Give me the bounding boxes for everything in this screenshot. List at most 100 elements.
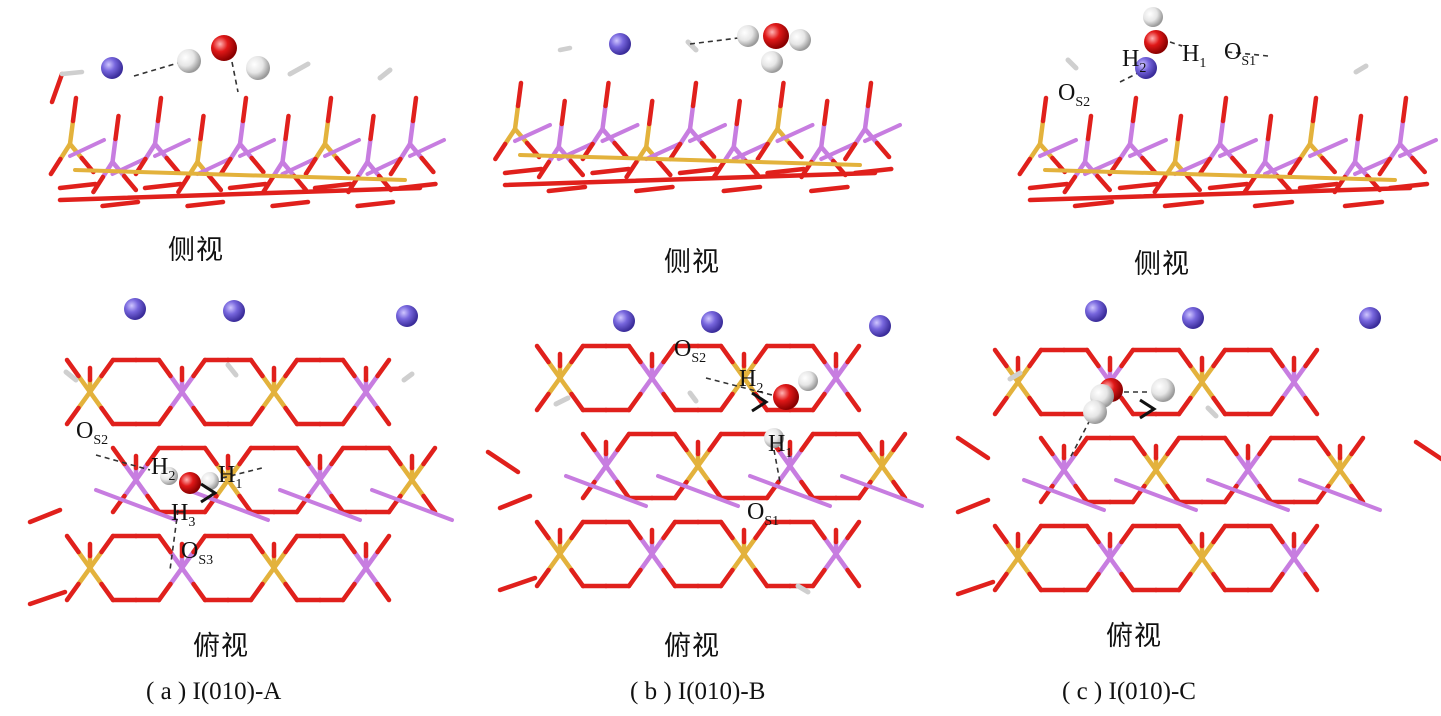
bond	[1349, 435, 1366, 457]
hydrogen-atom	[160, 467, 178, 485]
bond	[64, 581, 81, 603]
hydroxyl-h-stub	[1065, 57, 1079, 71]
bond	[661, 343, 678, 365]
bond	[280, 159, 297, 179]
bond	[1153, 467, 1170, 489]
hydrogen-bond-line	[169, 509, 179, 571]
bond	[249, 155, 266, 175]
bond	[1291, 555, 1308, 577]
bond	[100, 199, 141, 209]
bond	[955, 435, 991, 461]
bond	[603, 80, 611, 109]
bond	[1027, 395, 1044, 417]
bond	[1257, 435, 1274, 457]
bond	[649, 551, 666, 573]
bond	[227, 181, 268, 191]
panel-caption-c: ( c ) I(010)-C	[1062, 678, 1196, 705]
bond	[845, 391, 862, 413]
bond	[556, 144, 574, 164]
bond	[407, 118, 416, 147]
hydroxyl-h-stub	[225, 362, 239, 378]
bond	[1199, 555, 1216, 577]
bond	[1320, 155, 1337, 175]
panel-caption-b: ( b ) I(010)-B	[630, 678, 766, 705]
bond	[1211, 571, 1228, 593]
bond	[407, 141, 424, 161]
label-h1-top-b: H1	[768, 431, 793, 461]
arrow-marker	[1139, 398, 1157, 420]
bond	[248, 405, 265, 427]
oxygen-atom	[1144, 30, 1168, 54]
bond	[515, 80, 524, 109]
bond	[1342, 199, 1385, 209]
bond	[195, 156, 234, 176]
hydrogen-bond-line	[1169, 41, 1183, 47]
bond	[1398, 138, 1438, 158]
hydrogen-atom	[246, 56, 270, 80]
bond	[240, 95, 249, 124]
bond	[313, 141, 328, 162]
bond	[1349, 483, 1366, 505]
bond	[809, 144, 824, 165]
hydroxyl-h-stub	[1205, 405, 1219, 419]
bond	[1084, 347, 1101, 369]
bond	[638, 551, 655, 573]
bond	[156, 533, 173, 555]
hydrogen-atom	[761, 51, 783, 73]
bond	[294, 445, 311, 467]
bond	[70, 95, 79, 124]
bond	[1230, 155, 1247, 175]
bond	[748, 474, 832, 508]
bond	[810, 519, 827, 541]
bond	[1165, 483, 1182, 505]
bond	[1015, 379, 1032, 401]
bond	[862, 103, 871, 132]
bond	[1043, 168, 1397, 182]
oxygen-atom	[179, 472, 201, 494]
bond	[410, 95, 419, 124]
bond	[365, 159, 382, 179]
bond	[1117, 141, 1133, 162]
bond	[1185, 173, 1202, 193]
bond	[323, 138, 361, 158]
bond	[1038, 138, 1078, 158]
bond	[1303, 395, 1320, 417]
hydrogen-bond-line	[1069, 419, 1091, 459]
bond	[778, 80, 786, 109]
bond	[731, 141, 771, 161]
top-view-caption-a: 俯视	[193, 631, 249, 662]
bond	[1127, 118, 1136, 147]
bond	[600, 123, 640, 143]
bond	[1218, 138, 1258, 158]
bond	[600, 103, 608, 132]
bond	[512, 103, 521, 132]
bond	[992, 347, 1009, 369]
bond	[133, 477, 150, 499]
bond	[1353, 156, 1393, 176]
bond	[668, 141, 683, 162]
side-view-caption-b: 侧视	[664, 247, 720, 278]
bond	[1119, 571, 1136, 593]
bond	[1217, 118, 1226, 147]
bond	[237, 493, 254, 515]
bond	[1308, 138, 1348, 158]
bond	[992, 571, 1009, 593]
arrow-marker	[751, 391, 769, 413]
bond	[819, 144, 836, 164]
bond	[721, 184, 763, 194]
hydroxyl-h-stub	[287, 61, 311, 77]
bond	[661, 519, 678, 541]
bond	[198, 113, 206, 142]
bond	[557, 551, 574, 573]
bond	[94, 488, 178, 522]
bond	[191, 405, 208, 427]
bond	[600, 126, 617, 146]
hydroxyl-h-stub	[685, 39, 699, 53]
bond	[580, 431, 597, 453]
bond	[755, 141, 770, 162]
bond	[1050, 467, 1067, 489]
bond	[656, 158, 673, 178]
bond	[718, 519, 735, 541]
bond	[502, 170, 878, 188]
bond	[1095, 173, 1112, 193]
